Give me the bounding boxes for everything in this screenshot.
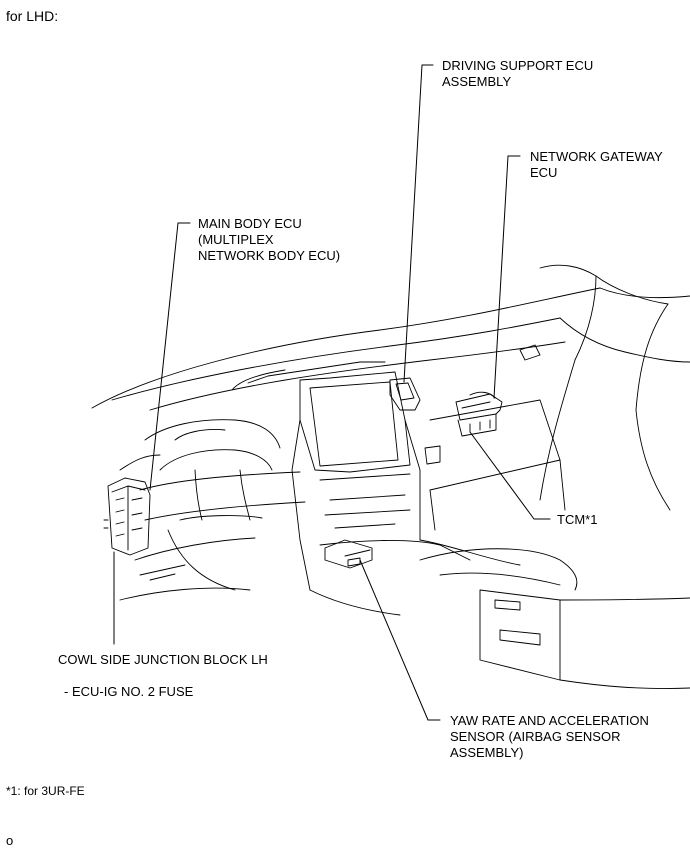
label-main-body-ecu-line2: (MULTIPLEX <box>198 232 274 247</box>
label-main-body-ecu-line3: NETWORK BODY ECU) <box>198 248 341 263</box>
label-driving-support-ecu-line2: ASSEMBLY <box>442 74 512 89</box>
label-cowl-side-junction-block: COWL SIDE JUNCTION BLOCK LH <box>58 652 268 667</box>
label-network-gateway-ecu-line1: NETWORK GATEWAY <box>530 149 663 164</box>
label-yaw-rate-sensor-line1: YAW RATE AND ACCELERATION <box>450 713 649 728</box>
label-network-gateway-ecu-line2: ECU <box>530 165 558 180</box>
footnote: *1: for 3UR-FE <box>6 784 85 798</box>
label-driving-support-ecu-line1: DRIVING SUPPORT ECU <box>442 58 594 73</box>
label-yaw-rate-sensor-line2: SENSOR (AIRBAG SENSOR <box>450 729 621 744</box>
label-yaw-rate-sensor-line3: ASSEMBLY) <box>450 745 524 760</box>
corner-mark: o <box>6 833 14 848</box>
label-tcm: TCM*1 <box>557 512 598 527</box>
label-ecu-ig-fuse: - ECU-IG NO. 2 FUSE <box>64 684 194 699</box>
page-heading: for LHD: <box>6 8 59 24</box>
label-main-body-ecu-line1: MAIN BODY ECU <box>198 216 302 231</box>
